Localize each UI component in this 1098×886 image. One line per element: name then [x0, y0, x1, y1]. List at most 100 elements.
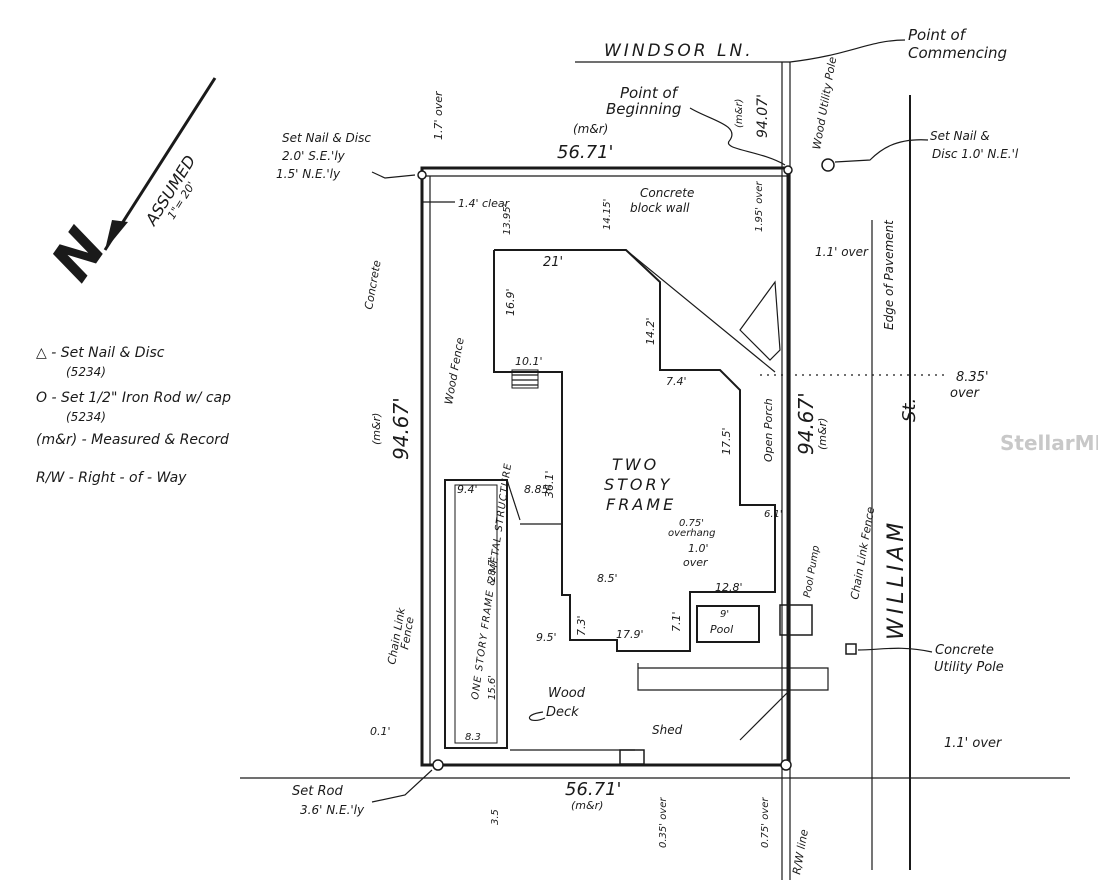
- east-dimension-tag: (m&r): [816, 418, 829, 450]
- point-labels: Point of Commencing Point of Beginning: [606, 26, 1007, 166]
- note-wood-utility-pole: Wood Utility Pole: [810, 56, 839, 151]
- iron-rod-sw-icon: [432, 759, 444, 771]
- north-arrow: N ASSUMED 1"= 20': [39, 77, 217, 293]
- house-dim-73: 7.3': [575, 615, 588, 636]
- south-dimension-tag: (m&r): [571, 799, 603, 812]
- note-over-11-bottom: 1.1' over: [944, 736, 1003, 751]
- house-dim-61: 6.1': [764, 509, 783, 520]
- point-of-commencing-2: Commencing: [908, 44, 1007, 62]
- ne-corner-note-1: Set Nail &: [930, 129, 990, 143]
- north-arrow-head-icon: [105, 220, 128, 250]
- wood-deck-label-1: Wood: [548, 686, 586, 701]
- east-dimension: 94.67': [794, 392, 818, 455]
- point-of-commencing-1: Point of: [908, 26, 968, 44]
- notes: 1.7' over 1.4' clear 13.95' 14.15' Concr…: [362, 56, 1004, 876]
- house-dim-85: 8.5': [597, 572, 618, 585]
- west-dimension-tag: (m&r): [370, 413, 383, 445]
- house-dim-142: 14.2': [644, 317, 657, 345]
- nw-corner-note-1: Set Nail & Disc: [282, 131, 371, 145]
- open-porch-label: Open Porch: [762, 398, 775, 462]
- pool-label: Pool: [710, 623, 733, 636]
- note-dim-01: 0.1': [370, 725, 391, 738]
- stairs-icon: [511, 369, 539, 389]
- street-east-suffix: St.: [899, 398, 920, 422]
- legend-iron-rod: O - Set 1/2" Iron Rod w/ cap: [36, 390, 231, 406]
- property-boundary: [417, 158, 857, 771]
- note-overhang-1: 0.75': [679, 518, 704, 529]
- house-dim-361: 36.1': [543, 470, 556, 498]
- south-dimension: 56.71': [565, 779, 621, 800]
- note-over-035: 0.35' over: [658, 797, 669, 848]
- wood-deck: Wood Deck Shed: [510, 663, 829, 765]
- street-north-label: WINDSOR LN.: [604, 41, 754, 61]
- shed-box: [619, 749, 645, 765]
- svg-text:N: N: [39, 217, 119, 293]
- street-east-label-group: WILLIAM St.: [884, 398, 920, 640]
- house-label-3: FRAME: [606, 495, 676, 514]
- note-1415: 14.15': [602, 199, 613, 230]
- concrete-utility-pole-icon: [845, 643, 857, 655]
- rear-structure-dim-83: 8.3: [465, 732, 481, 743]
- watermark: StellarMLS: [1000, 431, 1098, 455]
- north-dimension: 56.71': [557, 142, 613, 163]
- house-dim-179: 17.9': [616, 628, 644, 641]
- house-dim-128: 12.8': [715, 581, 743, 594]
- corner-notes: Set Nail & Disc 2.0' S.E.'ly 1.5' N.E.'l…: [276, 129, 1019, 817]
- note-pool-pump: Pool Pump: [802, 545, 822, 599]
- note-over-075: 0.75' over: [760, 797, 771, 848]
- nw-corner-note-2: 2.0' S.E.'ly: [282, 149, 346, 163]
- note-chain-link-left-2: Fence: [398, 616, 417, 651]
- north-dimension-tag: (m&r): [573, 122, 608, 136]
- sw-corner-note-1: Set Rod: [292, 784, 343, 799]
- note-concrete-wall-2: block wall: [630, 201, 690, 215]
- note-dim-35: 3.5: [490, 809, 501, 825]
- legend-iron-rod-sub: (5234): [66, 410, 106, 424]
- pool: Pool 9': [696, 604, 813, 643]
- nail-disc-ne-icon: [783, 165, 793, 175]
- wood-deck-label-2: Deck: [546, 705, 579, 720]
- note-concrete-left: Concrete: [362, 259, 383, 311]
- shed-label: Shed: [652, 723, 683, 737]
- west-dimension: 94.67': [389, 397, 413, 460]
- note-overhang-2: overhang: [668, 528, 715, 539]
- house-dim-71: 7.1': [670, 611, 683, 632]
- house-dim-74: 7.4': [666, 375, 687, 388]
- note-over-10b: over: [683, 556, 709, 569]
- house-dim-21: 21': [543, 255, 563, 270]
- note-chain-link-right: Chain Link Fence: [848, 506, 877, 601]
- note-835-over: over: [950, 386, 981, 401]
- note-concrete-util-1: Concrete: [935, 643, 994, 658]
- house-label-2: STORY: [604, 475, 672, 494]
- note-835: 8.35': [956, 370, 989, 385]
- house-dim-885: 8.85': [524, 483, 552, 496]
- nw-corner-note-3: 1.5' N.E.'ly: [276, 167, 341, 181]
- ne-corner-note-2: Disc 1.0' N.E.'l: [932, 147, 1019, 161]
- street-lines: [240, 61, 1070, 880]
- rear-structure: 9.4' 28.7' 15.6' 8.3 ONE STORY FRAME & M…: [444, 462, 521, 749]
- top-east-dimension-tag: (m&r): [734, 99, 745, 128]
- rear-structure-dim-94: 9.4': [457, 483, 478, 496]
- note-1395: 13.95': [502, 204, 513, 235]
- wood-utility-pole-icon: [821, 158, 835, 172]
- sw-corner-note-2: 3.6' N.E.'ly: [300, 803, 365, 817]
- note-clear: 1.4' clear: [458, 197, 511, 210]
- note-concrete-util-2: Utility Pole: [934, 660, 1004, 675]
- rear-structure-dim-156: 15.6': [487, 675, 498, 700]
- note-edge-pavement: Edge of Pavement: [882, 219, 896, 330]
- nail-disc-nw-icon: [417, 170, 427, 180]
- rear-structure-dim-287: 28.7': [487, 557, 498, 582]
- note-wood-fence: Wood Fence: [442, 336, 467, 405]
- note-over-11: 1.1' over: [815, 245, 869, 259]
- iron-rod-se-icon: [780, 759, 792, 771]
- top-east-dimension: 94.07': [755, 94, 771, 138]
- pool-dim: 9': [720, 609, 729, 620]
- legend-nail-disc-sub: (5234): [66, 365, 106, 379]
- house-outline: [493, 249, 781, 652]
- house-label-1: TWO: [612, 455, 659, 474]
- note-over-10a: 1.0': [688, 542, 709, 555]
- legend-measured-record: (m&r) - Measured & Record: [36, 432, 229, 448]
- house-dim-95: 9.5': [536, 631, 557, 644]
- legend-nail-disc: △ - Set Nail & Disc: [36, 345, 165, 361]
- legend-right-of-way: R/W - Right - of - Way: [36, 470, 187, 486]
